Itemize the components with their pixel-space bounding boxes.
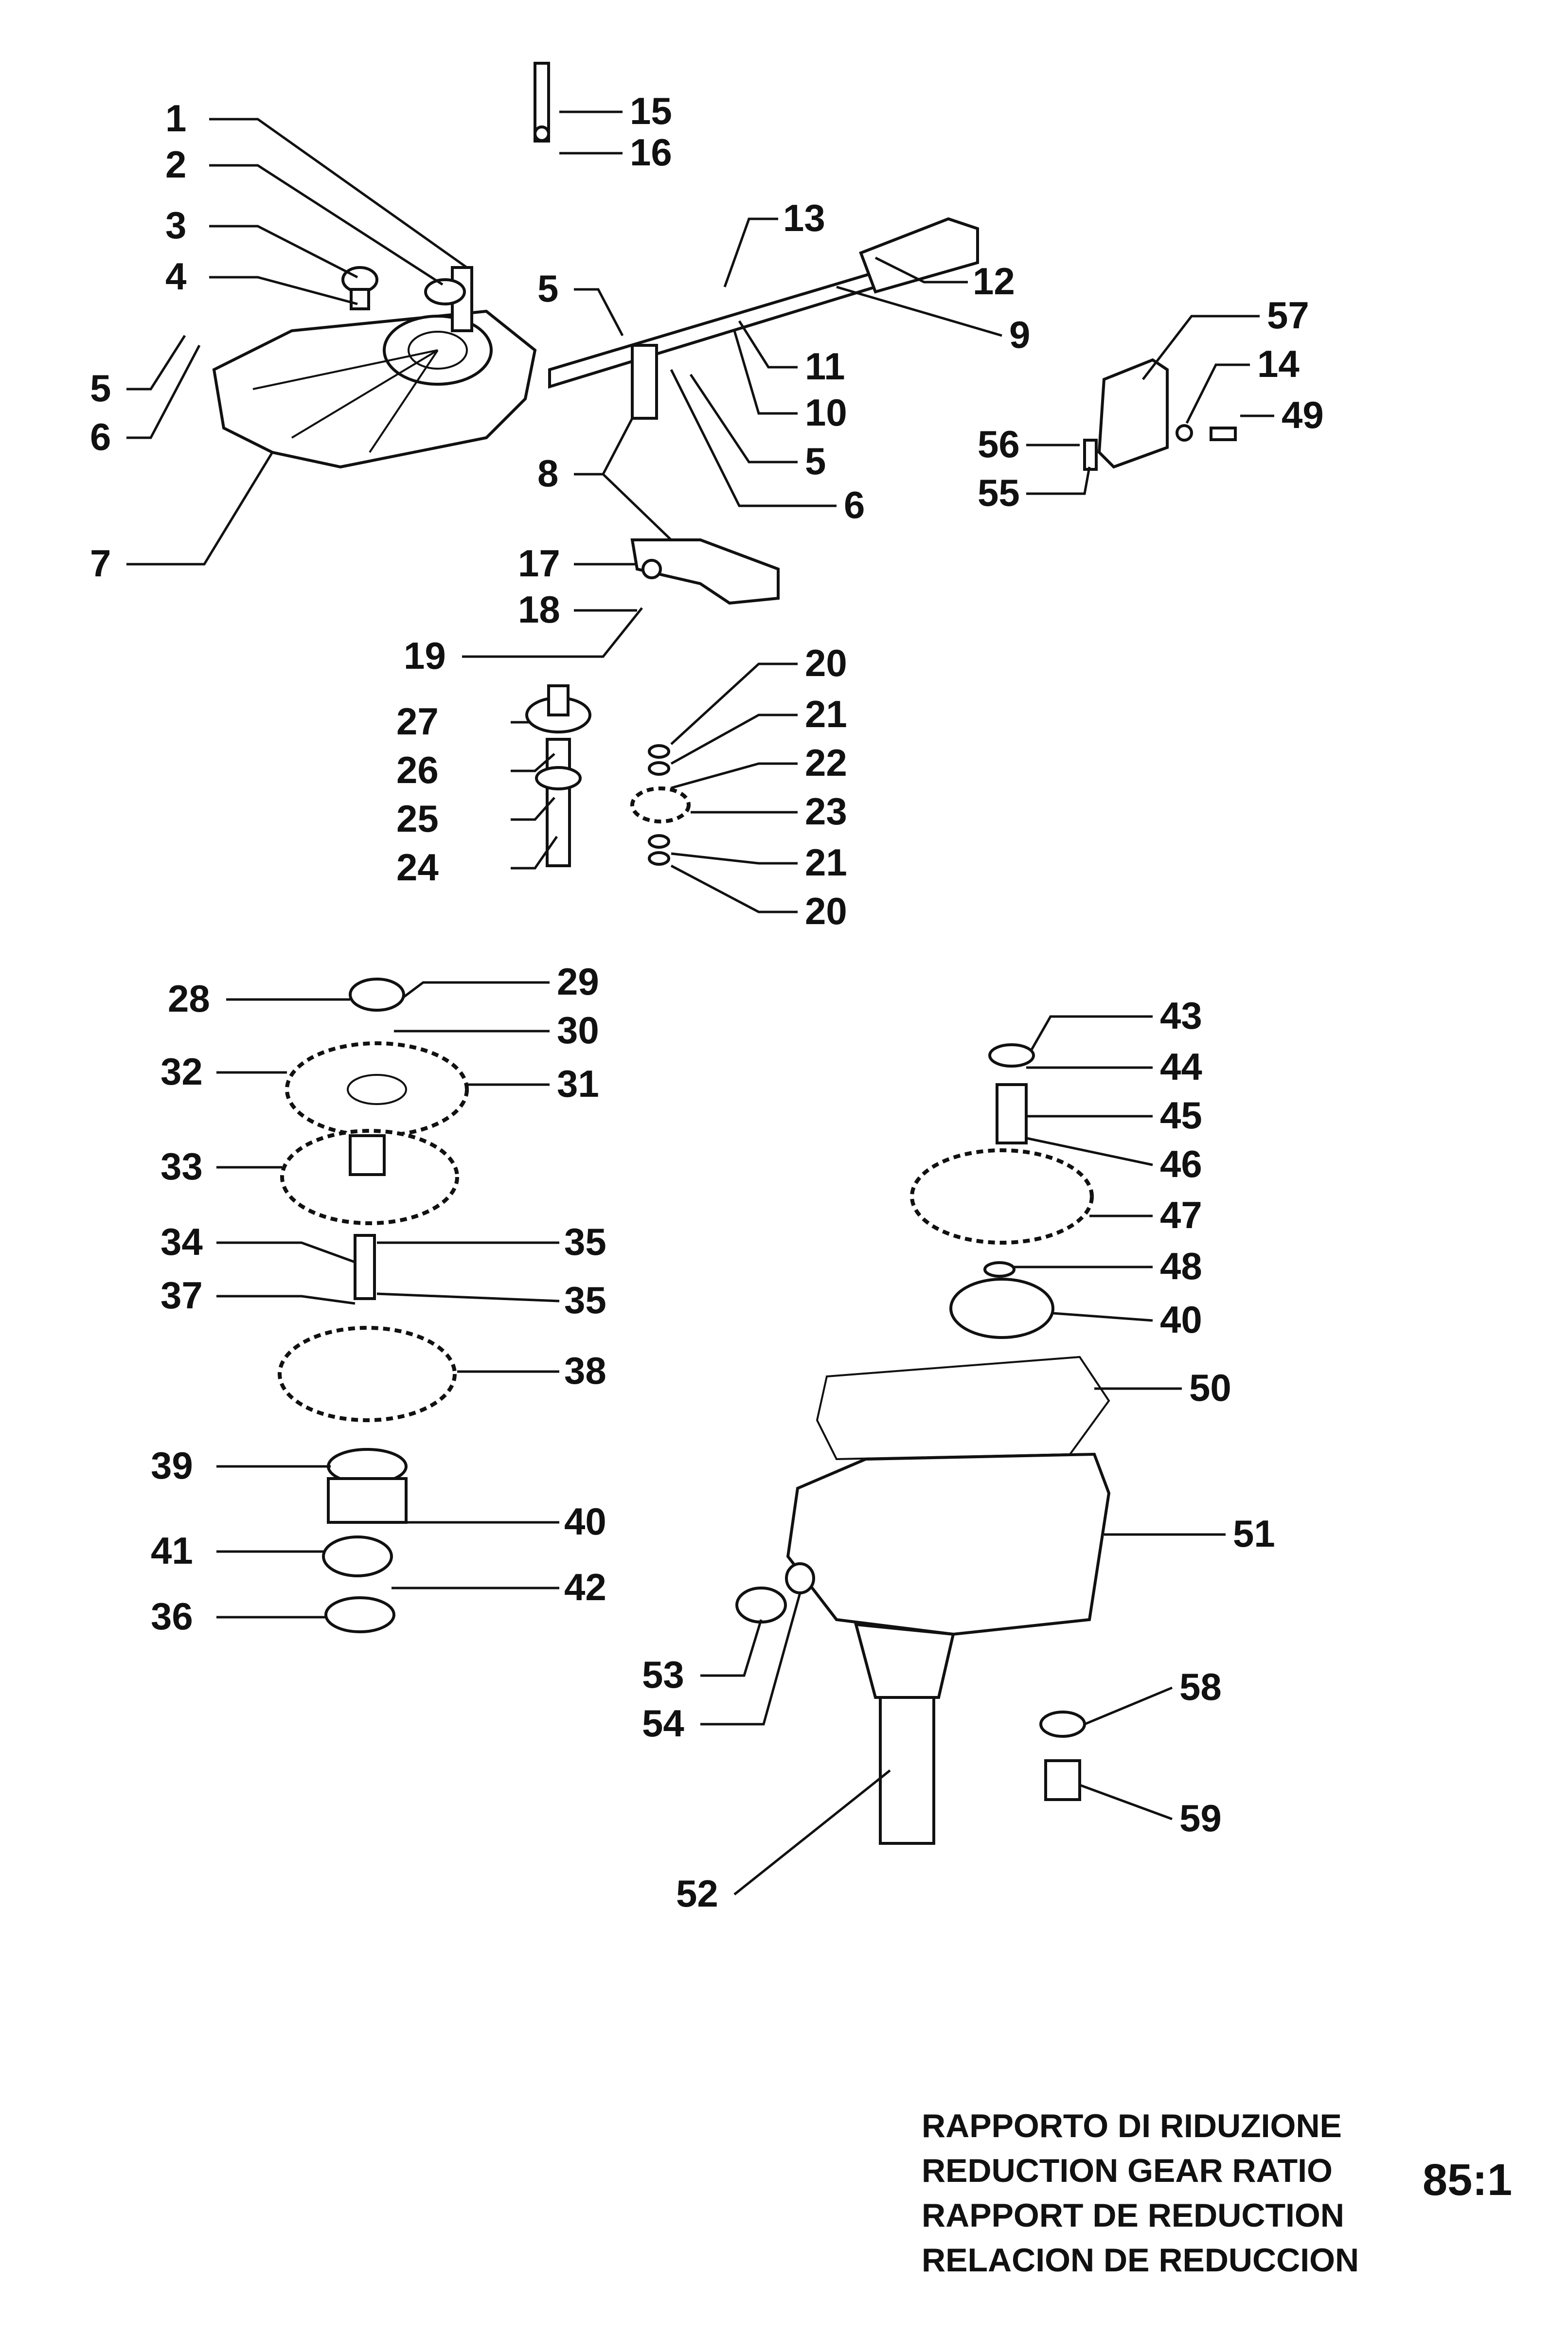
right-gear-stack	[910, 1043, 1094, 1339]
callout-33: 33	[160, 1145, 203, 1188]
callout-27: 27	[396, 700, 439, 743]
callout-17: 17	[518, 542, 560, 585]
callout-6b: 6	[844, 483, 865, 526]
callout-5: 5	[90, 367, 111, 410]
callout-25: 25	[396, 797, 439, 840]
callout-47: 47	[1160, 1194, 1202, 1236]
upper-cover-housing	[212, 266, 537, 469]
callout-55: 55	[978, 471, 1020, 514]
callout-42: 42	[564, 1566, 606, 1608]
title-line-italian: RAPPORTO DI RIDUZIONE	[922, 2107, 1342, 2144]
callout-5b: 5	[537, 267, 558, 310]
left-gear-stack	[278, 978, 469, 1633]
bracket-plate	[1083, 358, 1237, 471]
callout-44: 44	[1160, 1045, 1202, 1088]
callout-54: 54	[642, 1702, 684, 1745]
callout-32: 32	[160, 1050, 203, 1093]
shift-fork	[630, 538, 780, 605]
callout-16: 16	[630, 131, 672, 174]
callout-50: 50	[1189, 1366, 1231, 1409]
callout-43: 43	[1160, 994, 1202, 1037]
callout-53: 53	[642, 1653, 684, 1696]
callout-48: 48	[1160, 1245, 1202, 1287]
callout-22: 22	[805, 741, 847, 784]
gear-ratio: 85:1	[1423, 2155, 1513, 2205]
callout-59: 59	[1179, 1797, 1222, 1839]
callout-30: 30	[557, 1009, 599, 1052]
callout-39: 39	[151, 1444, 193, 1487]
callout-7: 7	[90, 542, 111, 585]
callout-3: 3	[165, 204, 186, 247]
callout-15: 15	[630, 89, 672, 132]
callout-26: 26	[396, 749, 439, 791]
callout-labels: 1 2 3 4 5 6 7 15 16 13 12 9 5 11 10 5 6 …	[90, 89, 1324, 1915]
leader-lines	[126, 110, 1274, 1895]
callout-19: 19	[404, 634, 446, 677]
callout-51: 51	[1233, 1512, 1275, 1555]
callout-40: 40	[564, 1500, 606, 1543]
callout-46: 46	[1160, 1142, 1202, 1185]
callout-52: 52	[676, 1872, 718, 1915]
callout-28: 28	[168, 977, 210, 1020]
callout-35: 35	[564, 1220, 606, 1263]
callout-38: 38	[564, 1349, 606, 1392]
callout-11: 11	[805, 345, 845, 388]
callout-40b: 40	[1160, 1298, 1202, 1341]
shift-rod-assembly	[534, 62, 979, 420]
callout-10: 10	[805, 391, 847, 434]
callout-58: 58	[1179, 1665, 1222, 1708]
callout-6: 6	[90, 415, 111, 458]
callout-20: 20	[805, 642, 847, 684]
title-line-spanish: RELACION DE REDUCCION	[922, 2242, 1359, 2279]
callout-14: 14	[1257, 342, 1300, 385]
lower-housing	[735, 1356, 1111, 1845]
title-line-english: REDUCTION GEAR RATIO	[922, 2152, 1333, 2189]
callout-4: 4	[165, 255, 186, 298]
title-block: RAPPORTO DI RIDUZIONE REDUCTION GEAR RAT…	[922, 2104, 1554, 2283]
callout-18: 18	[518, 588, 560, 631]
callout-35b: 35	[564, 1279, 606, 1321]
callout-56: 56	[978, 423, 1020, 465]
input-shaft	[525, 684, 591, 867]
callout-41: 41	[151, 1529, 193, 1572]
callout-12: 12	[973, 260, 1015, 303]
callout-13: 13	[783, 196, 825, 239]
callout-21: 21	[805, 693, 847, 735]
callout-45: 45	[1160, 1094, 1202, 1137]
callout-57: 57	[1267, 294, 1309, 337]
callout-5c: 5	[805, 440, 826, 482]
callout-1: 1	[165, 97, 186, 140]
callout-37: 37	[160, 1274, 203, 1317]
small-gear-stack	[630, 744, 691, 866]
callout-36: 36	[151, 1595, 193, 1638]
callout-23: 23	[805, 790, 847, 833]
title-line-french: RAPPORT DE REDUCTION	[922, 2197, 1344, 2234]
callout-20b: 20	[805, 890, 847, 932]
callout-49: 49	[1282, 393, 1324, 436]
callout-24: 24	[396, 846, 439, 889]
callout-8: 8	[537, 452, 558, 495]
callout-2: 2	[165, 143, 186, 186]
callout-9: 9	[1009, 313, 1030, 356]
callout-34: 34	[160, 1220, 203, 1263]
callout-21b: 21	[805, 841, 847, 884]
callout-31: 31	[557, 1062, 599, 1105]
callout-29: 29	[557, 960, 599, 1003]
